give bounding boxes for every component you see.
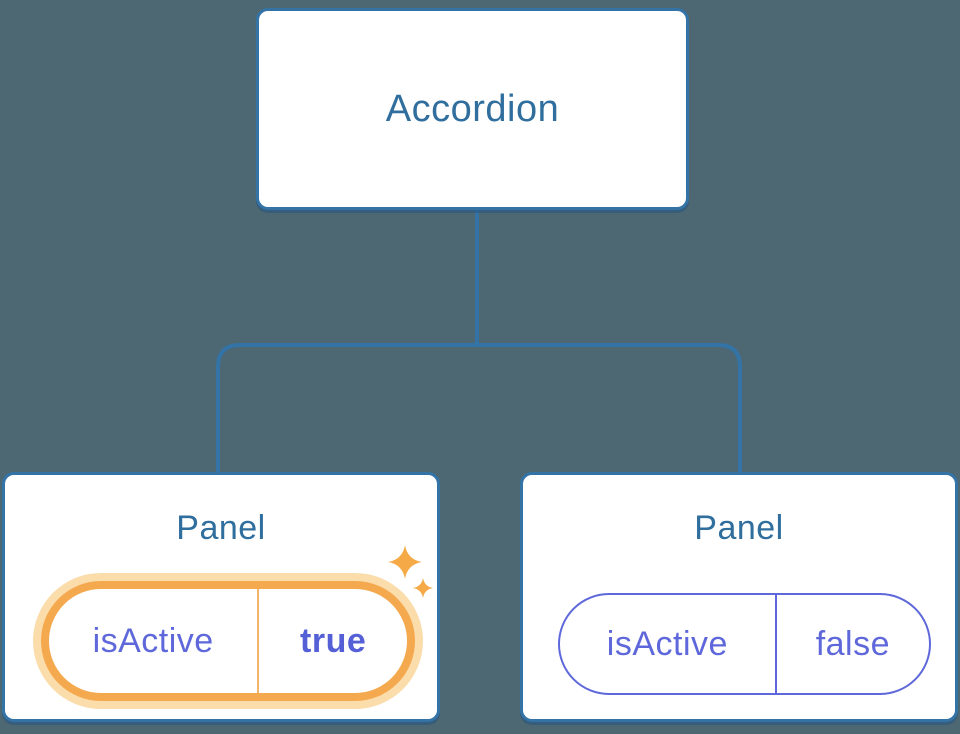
state-name-cell: isActive [560,595,777,693]
state-pill-inactive: isActive false [558,593,931,695]
state-value-cell: false [815,624,891,663]
accordion-node: Accordion [256,8,689,210]
panel-node-active: Panel isActive true [2,472,440,722]
accordion-node-label: Accordion [385,87,560,130]
state-value-cell: true [300,621,367,660]
state-name-cell: isActive [49,589,260,693]
panel-node-inactive: Panel isActive false [520,472,958,722]
connector-branch [216,343,742,472]
panel-node-title: Panel [176,509,266,547]
state-pill-active: isActive true [41,581,415,701]
panel-node-title: Panel [694,509,784,547]
